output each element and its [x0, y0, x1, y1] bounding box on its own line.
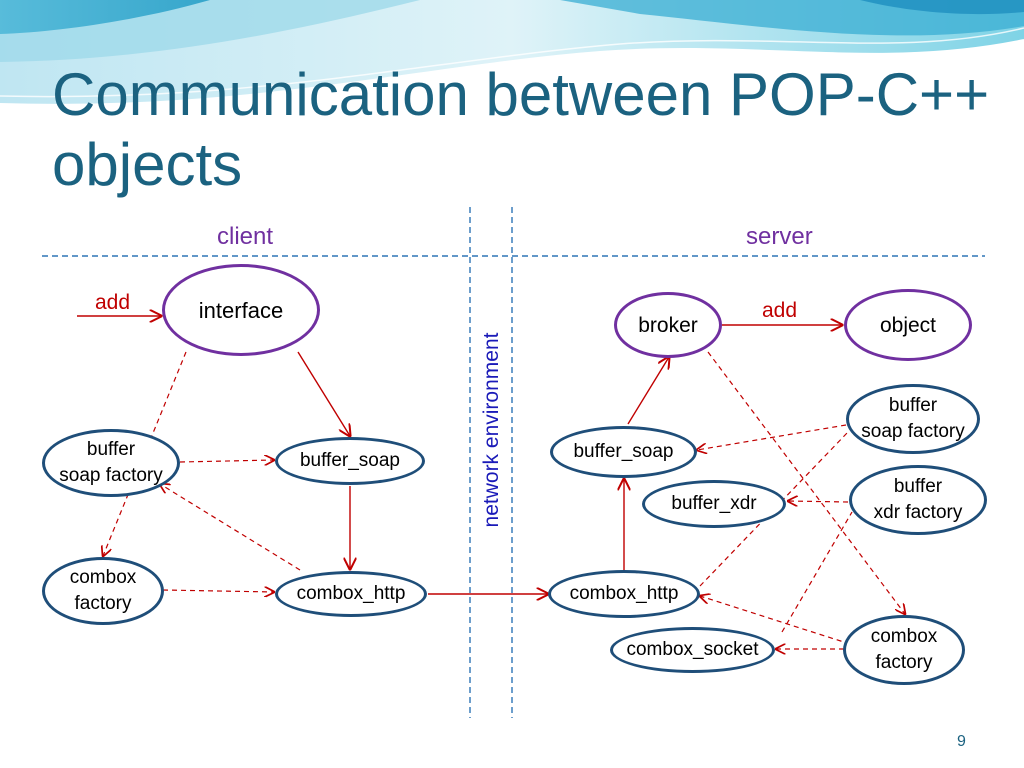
dashed-combox-socket-to-xdr-factory [781, 511, 853, 633]
dashed-soap-factory-to-buffer-soap [179, 460, 274, 462]
dashed-combox-factory-to-combox-http [162, 590, 274, 592]
server-buffer-soap-factory-node: buffer soap factory [846, 384, 980, 454]
add-label-client: add [95, 291, 131, 314]
client-interface-node: interface [162, 264, 320, 356]
slide-title: Communication between POP-C++ objects [52, 61, 990, 198]
arrow-server-buffer-soap-to-broker [627, 357, 669, 425]
dashed-combox-http-to-soap-factory [160, 484, 301, 571]
header-waves [0, 0, 1024, 106]
dashed-soap-factory-to-buffer-soap-server [697, 424, 847, 450]
server-combox-http-node: combox_http [548, 570, 700, 618]
network-environment-label: network environment [480, 332, 503, 528]
server-object-node: object [844, 289, 972, 361]
server-buffer-xdr-factory-node: buffer xdr factory [849, 465, 987, 535]
arrow-interface-to-buffer-soap [297, 351, 350, 436]
client-combox-http-node: combox_http [275, 571, 427, 617]
server-buffer-soap-node: buffer_soap [550, 426, 697, 478]
server-combox-socket-node: combox_socket [610, 627, 775, 673]
server-combox-factory-node: combox factory [843, 615, 965, 685]
dashed-broker-to-combox-factory [707, 351, 905, 614]
add-label-server: add [762, 299, 798, 322]
client-section-label: client [217, 223, 274, 250]
page-number: 9 [957, 733, 966, 750]
client-buffer-soap-node: buffer_soap [275, 437, 425, 485]
server-section-label: server [746, 223, 813, 250]
client-buffer-soap-factory-node: buffer soap factory [42, 429, 180, 497]
client-combox-factory-node: combox factory [42, 557, 164, 625]
solid-arrows [77, 316, 842, 594]
server-broker-node: broker [614, 292, 722, 358]
dashed-xdr-factory-to-buffer-xdr [788, 501, 849, 502]
server-buffer-xdr-node: buffer_xdr [642, 480, 786, 528]
